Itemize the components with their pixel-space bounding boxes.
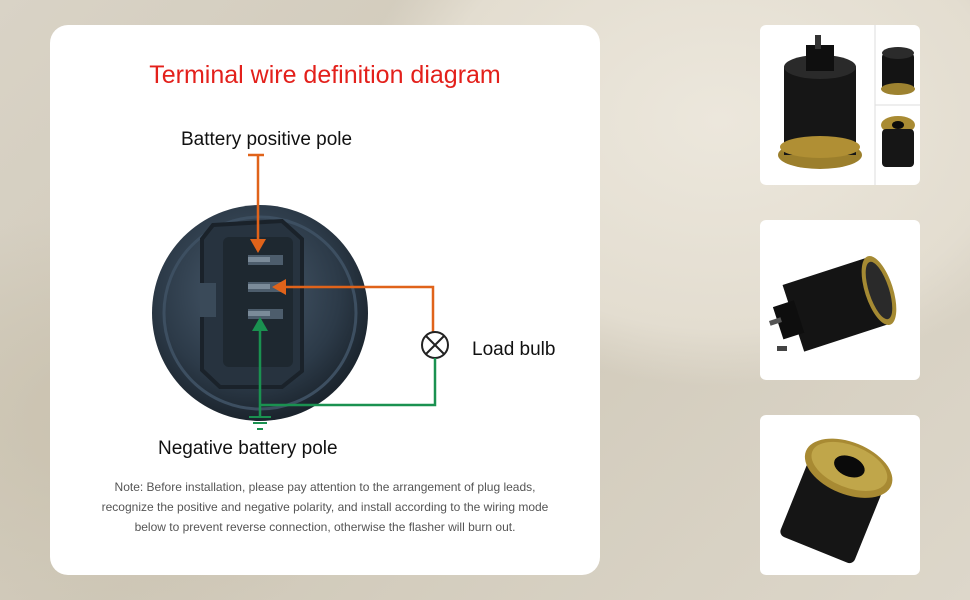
bulb-symbol-icon: [421, 331, 449, 359]
negative-battery-label: Negative battery pole: [158, 438, 338, 459]
battery-positive-label: Battery positive pole: [181, 129, 353, 150]
load-bulb-label: Load bulb: [472, 339, 556, 360]
diagram-title: Terminal wire definition diagram: [149, 61, 501, 89]
ground-symbol-icon: [249, 416, 271, 430]
diagram-card: Terminal wire definition diagram Battery…: [50, 25, 600, 575]
flasher-relay-side-view: [769, 255, 897, 352]
connector-photo: [152, 205, 368, 421]
load-wire: [272, 279, 435, 332]
product-photo-2[interactable]: [760, 220, 920, 380]
negative-wire: [252, 317, 437, 417]
positive-wire: [248, 153, 266, 253]
product-photo-3[interactable]: [760, 415, 920, 575]
product-photo-1[interactable]: [760, 25, 920, 185]
flasher-relay-bottom-view: [780, 438, 893, 564]
wiring-diagram: [152, 153, 449, 430]
flasher-relay-top-view: [778, 25, 920, 185]
installation-note: Note: Before installation, please pay at…: [101, 480, 549, 534]
